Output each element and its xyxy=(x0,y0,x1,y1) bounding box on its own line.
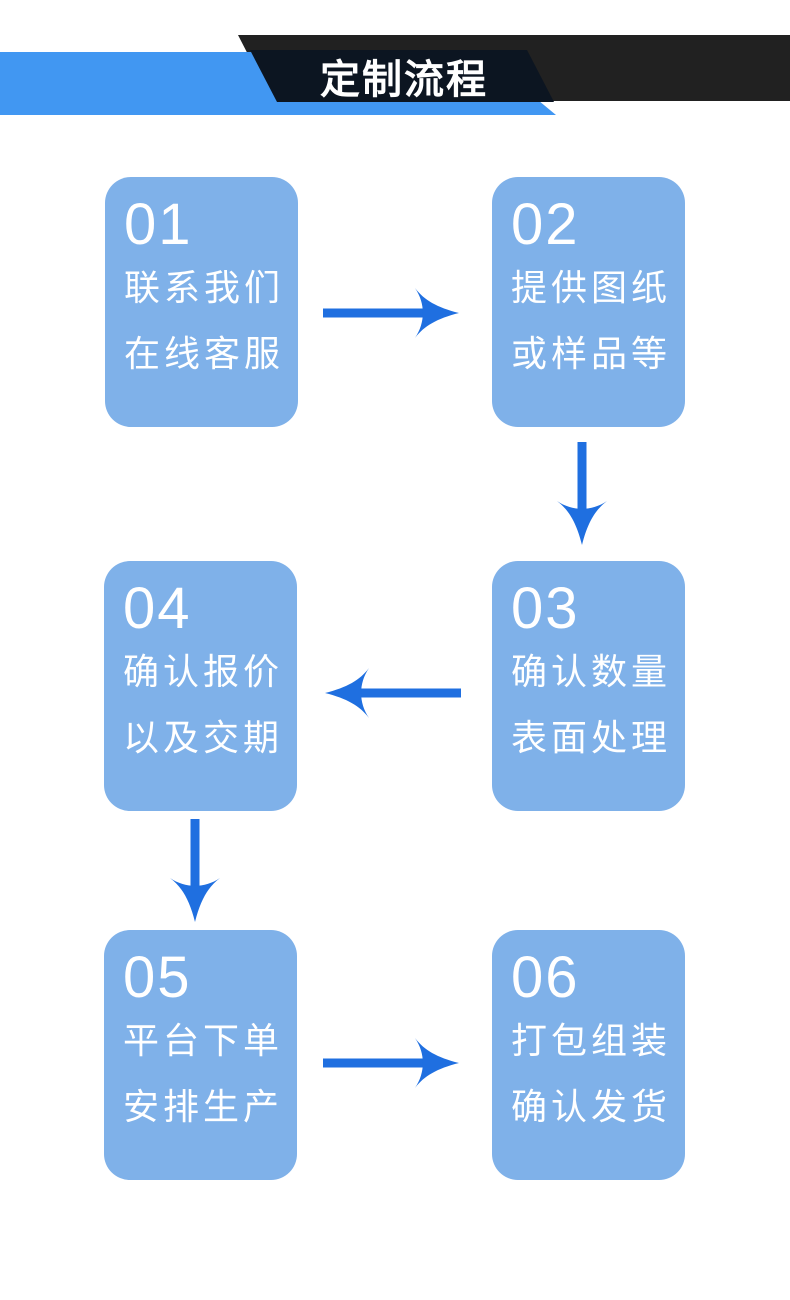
step-line1: 确认报价 xyxy=(123,651,284,692)
step-box-05: 05 平台下单 安排生产 xyxy=(104,930,297,1180)
step-box-01: 01 联系我们 在线客服 xyxy=(105,177,298,427)
step-box-02: 02 提供图纸 或样品等 xyxy=(492,177,685,427)
step-line2: 表面处理 xyxy=(511,717,672,758)
step-line1: 确认数量 xyxy=(511,651,672,692)
step-line1: 平台下单 xyxy=(123,1020,284,1061)
step-line2: 安排生产 xyxy=(123,1086,284,1127)
step-line1: 联系我们 xyxy=(124,267,285,308)
arrow-right-icon xyxy=(323,1038,459,1088)
step-line1: 打包组装 xyxy=(511,1020,672,1061)
arrow-down-icon xyxy=(557,442,607,545)
step-number: 01 xyxy=(124,192,193,257)
arrow-down-icon xyxy=(170,819,220,922)
step-number: 04 xyxy=(123,576,192,641)
step-number: 05 xyxy=(123,945,192,1010)
step-line2: 以及交期 xyxy=(123,717,284,758)
step-number: 03 xyxy=(511,576,580,641)
step-number: 06 xyxy=(511,945,580,1010)
arrow-left-icon xyxy=(325,668,461,718)
header-title-plate xyxy=(250,50,554,102)
step-line2: 在线客服 xyxy=(124,333,285,374)
step-number: 02 xyxy=(511,192,580,257)
step-line1: 提供图纸 xyxy=(511,267,672,308)
step-box-03: 03 确认数量 表面处理 xyxy=(492,561,685,811)
section-header: 定制流程 xyxy=(0,0,790,135)
step-line2: 或样品等 xyxy=(511,333,672,374)
step-line2: 确认发货 xyxy=(511,1086,672,1127)
step-box-06: 06 打包组装 确认发货 xyxy=(492,930,685,1180)
step-box-04: 04 确认报价 以及交期 xyxy=(104,561,297,811)
section-title: 定制流程 xyxy=(320,58,488,102)
arrow-right-icon xyxy=(323,288,459,338)
